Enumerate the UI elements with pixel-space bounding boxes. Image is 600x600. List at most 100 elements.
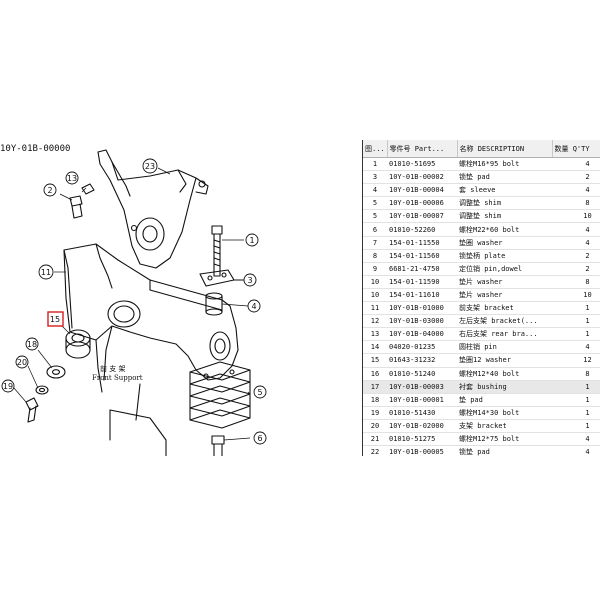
cell-part-no: 154-01-11610: [387, 288, 457, 303]
callout-4: 4: [251, 302, 256, 311]
table-header-row: 图... 零件号 Part... 名称 DESCRIPTION 数量 Q'TY: [363, 140, 600, 158]
cell-qty: 1: [552, 301, 600, 316]
callout-13-highlight: [47, 311, 64, 327]
cell-qty: 2: [552, 170, 600, 185]
cell-part-no: 154-01-11590: [387, 275, 457, 289]
callout-2: 2: [47, 186, 52, 195]
parts-table: 图... 零件号 Part... 名称 DESCRIPTION 数量 Q'TY …: [363, 140, 600, 456]
cell-part-no: 01010-51695: [387, 157, 457, 172]
cell-qty: 4: [552, 445, 600, 456]
callout-20: 23: [145, 162, 155, 171]
cell-qty: 10: [552, 288, 600, 303]
cell-qty: 1: [552, 327, 600, 342]
cell-qty: 12: [552, 353, 600, 368]
cell-description: 螺栓M12*75 bolt: [457, 432, 552, 447]
callout-11: 11: [41, 268, 51, 277]
cell-part-no: 154-01-11560: [387, 249, 457, 263]
cell-part-no: 10Y-01B-02000: [387, 419, 457, 433]
cell-fig-no: 16: [363, 367, 387, 381]
column-header-qty[interactable]: 数量 Q'TY: [552, 140, 600, 158]
cell-fig-no: 21: [363, 432, 387, 447]
callout-13: 15: [50, 315, 60, 324]
cell-description: 垫圈 washer: [457, 236, 552, 250]
cell-qty: 1: [552, 314, 600, 329]
cell-qty: 1: [552, 393, 600, 407]
upper-bracket-hole: [135, 217, 165, 251]
drawing-number: 10Y-01B-00000: [0, 144, 71, 154]
cell-description: 螺栓M12*40 bolt: [457, 367, 552, 381]
cell-part-no: 10Y-01B-03000: [387, 314, 457, 329]
cell-qty: 8: [552, 196, 600, 211]
cell-fig-no: 20: [363, 419, 387, 433]
cell-qty: 4: [552, 222, 600, 237]
front-support-bore: [107, 300, 141, 328]
cell-fig-no: 14: [363, 340, 387, 355]
cell-qty: 1: [552, 380, 600, 394]
cell-part-no: 01643-31232: [387, 353, 457, 368]
bolt-2-drawing: [69, 195, 83, 219]
column-header-part-no[interactable]: 零件号 Part...: [387, 140, 458, 158]
cell-fig-no: 3: [363, 170, 387, 185]
cell-fig-no: 15: [363, 353, 387, 368]
front-support-label-cn: 前 支 架: [100, 365, 126, 373]
cell-part-no: 04020-01235: [387, 340, 457, 355]
column-header-description[interactable]: 名称 DESCRIPTION: [457, 140, 553, 158]
cell-qty: 10: [552, 209, 600, 224]
cell-fig-no: 12: [363, 314, 387, 329]
front-support-label-en: Front Support: [92, 374, 143, 382]
washer-15-drawing: [81, 183, 95, 195]
cell-fig-no: 9: [363, 262, 387, 276]
callout-5: 5: [257, 388, 262, 397]
cell-description: 螺栓M14*30 bolt: [457, 406, 552, 420]
cell-description: 垫片 washer: [457, 275, 552, 289]
cell-part-no: 10Y-01B-00005: [387, 445, 457, 456]
cell-description: 支架 bracket: [457, 419, 552, 433]
cell-fig-no: 10: [363, 288, 387, 303]
cell-description: 垫 pad: [457, 393, 552, 407]
cell-fig-no: 10: [363, 275, 387, 289]
cell-qty: 4: [552, 432, 600, 447]
cell-part-no: 6681-21-4750: [387, 262, 457, 276]
cell-description: 调整垫 shim: [457, 209, 552, 224]
cell-fig-no: 7: [363, 236, 387, 250]
cell-description: 右后支架 rear bra...: [457, 327, 552, 342]
exploded-diagram-pane: 10Y-01B-00000: [0, 140, 362, 456]
cell-description: 圆柱销 pin: [457, 340, 552, 355]
cell-part-no: 01010-51240: [387, 367, 457, 381]
cell-part-no: 154-01-11550: [387, 236, 457, 250]
cell-description: 左后支架 bracket(...: [457, 314, 552, 329]
cell-fig-no: 8: [363, 249, 387, 263]
cell-description: 螺栓M22*60 bolt: [457, 222, 552, 237]
cell-fig-no: 11: [363, 301, 387, 316]
cell-qty: 4: [552, 236, 600, 250]
cell-fig-no: 13: [363, 327, 387, 342]
column-header-fig[interactable]: 图...: [363, 140, 388, 158]
cell-fig-no: 18: [363, 393, 387, 407]
cell-part-no: 10Y-01B-00002: [387, 170, 457, 185]
bolt-6-drawing: [211, 435, 225, 456]
